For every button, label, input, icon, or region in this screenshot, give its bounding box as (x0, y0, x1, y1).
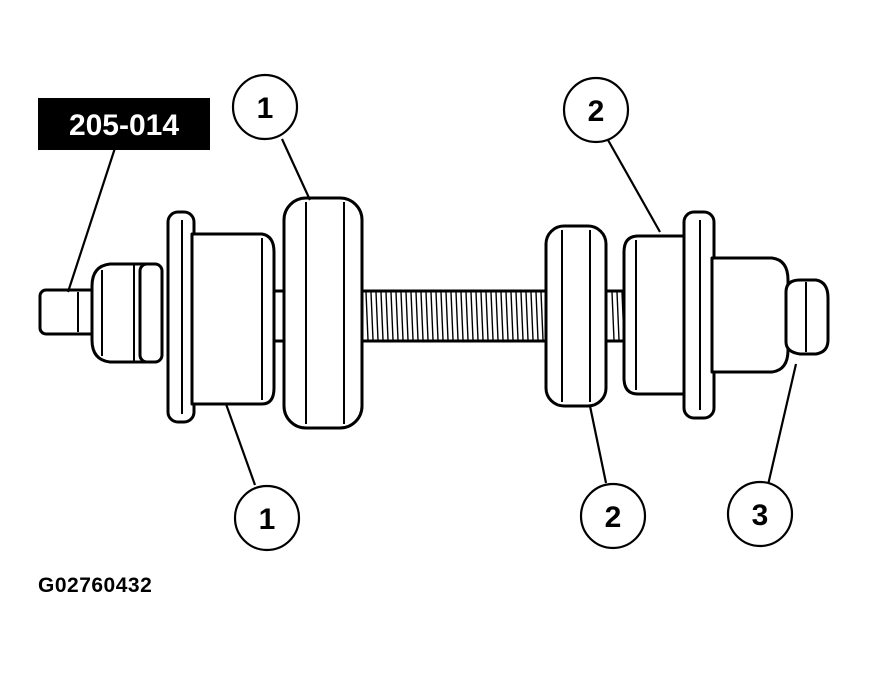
callout-3: 3 (726, 480, 794, 548)
callout-2-bottom: 2 (579, 482, 647, 550)
collar-right (710, 256, 790, 374)
hex-nut-left (90, 262, 148, 364)
bolt-tip-left (38, 288, 98, 336)
tool-number-text: 205-014 (69, 109, 179, 142)
svg-text:3: 3 (752, 499, 769, 532)
spacer-right (544, 224, 608, 408)
receiver-cup-right (622, 234, 694, 396)
receiver-cup-left (190, 232, 276, 406)
figure-id: G02760432 (38, 574, 153, 597)
callout-1-bottom: 1 (233, 484, 301, 552)
svg-text:1: 1 (257, 92, 274, 125)
tool-number-label: 205-014 (38, 98, 210, 150)
callout-2-top: 2 (562, 76, 630, 144)
washer-left (138, 262, 164, 364)
leader-lines (66, 138, 798, 486)
callout-1-top: 1 (231, 73, 299, 141)
svg-text:1: 1 (259, 503, 276, 536)
hex-nut-right (784, 278, 830, 356)
spacer-large-left (282, 196, 364, 430)
svg-text:2: 2 (588, 95, 605, 128)
svg-text:2: 2 (605, 501, 622, 534)
